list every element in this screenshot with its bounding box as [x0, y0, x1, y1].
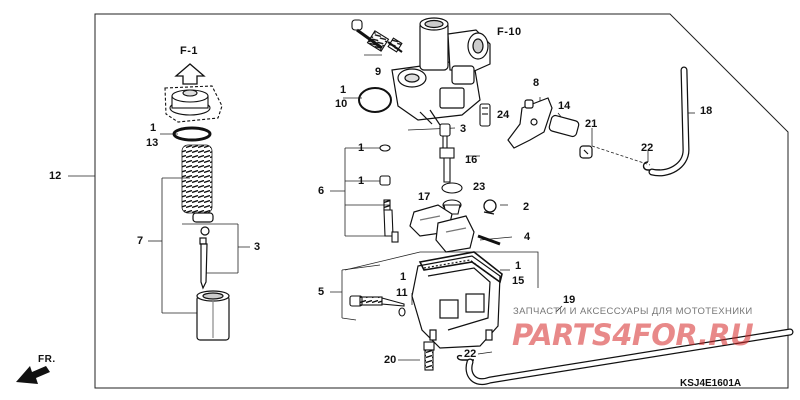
air-screw: [349, 295, 406, 317]
carburetor-body: [391, 17, 491, 126]
callout-19: 19: [563, 294, 576, 306]
callout-4: 4: [524, 231, 531, 243]
callout-1: 1: [515, 260, 522, 272]
callout-12: 12: [49, 170, 62, 182]
f1-arrow: [174, 63, 206, 85]
callout-1: 1: [340, 84, 347, 96]
callout-14: 14: [558, 100, 571, 112]
callout-7: 7: [137, 235, 144, 247]
drain-bolt: [423, 341, 435, 371]
callout-10: 10: [335, 98, 348, 110]
front-label: FR.: [38, 354, 56, 365]
float: [409, 204, 475, 253]
vent-tube: [648, 66, 690, 177]
callout-2: 2: [523, 201, 530, 213]
callout-3: 3: [254, 241, 261, 253]
callout-18: 18: [700, 105, 713, 117]
hose-clip-upper: [642, 161, 660, 171]
callout-13: 13: [146, 137, 159, 149]
callout-22: 22: [464, 348, 477, 360]
callout-22: 22: [641, 142, 654, 154]
diagram-code: KSJ4E1601A: [680, 378, 742, 389]
choke-lever: [507, 97, 593, 159]
callout-11: 11: [396, 287, 408, 299]
callout-24: 24: [497, 109, 510, 121]
float-clip: [483, 199, 497, 215]
front-arrow: [16, 366, 50, 384]
ref-label-f1: F-1: [180, 45, 198, 57]
callout-15: 15: [512, 275, 525, 287]
callout-1: 1: [150, 122, 157, 134]
callout-17: 17: [418, 191, 431, 203]
chamber-top-cap: [164, 85, 223, 123]
callout-21: 21: [585, 118, 598, 130]
callout-16: 16: [465, 154, 478, 166]
throttle-spring: [181, 144, 213, 214]
callout-23: 23: [473, 181, 486, 193]
o-ring-10: [358, 87, 392, 113]
idle-screw: [351, 19, 403, 53]
diagram-frame: [94, 13, 789, 389]
float-chamber: [411, 255, 501, 349]
callout-5: 5: [318, 286, 325, 298]
callout-9: 9: [375, 66, 382, 78]
ref-label-f10: F-10: [497, 26, 522, 38]
jet-needle: [192, 212, 214, 290]
callout-6: 6: [318, 185, 325, 197]
callout-20: 20: [384, 354, 397, 366]
o-ring-13: [172, 126, 212, 142]
callout-1: 1: [358, 142, 365, 154]
gasket: [418, 251, 503, 284]
hose-clip-lower: [456, 354, 474, 361]
watermark-text: ЗАПЧАСТИ И АКСЕССУАРЫ ДЛЯ МОТОТЕХНИКИ: [513, 306, 753, 317]
callout-1: 1: [358, 175, 365, 187]
callout-1: 1: [400, 271, 407, 283]
float-pin: [477, 234, 501, 246]
callout-3: 3: [460, 123, 467, 135]
callout-8: 8: [533, 77, 540, 89]
watermark-logo: PARTS4FOR.RU: [512, 318, 754, 352]
throttle-valve: [196, 290, 230, 341]
